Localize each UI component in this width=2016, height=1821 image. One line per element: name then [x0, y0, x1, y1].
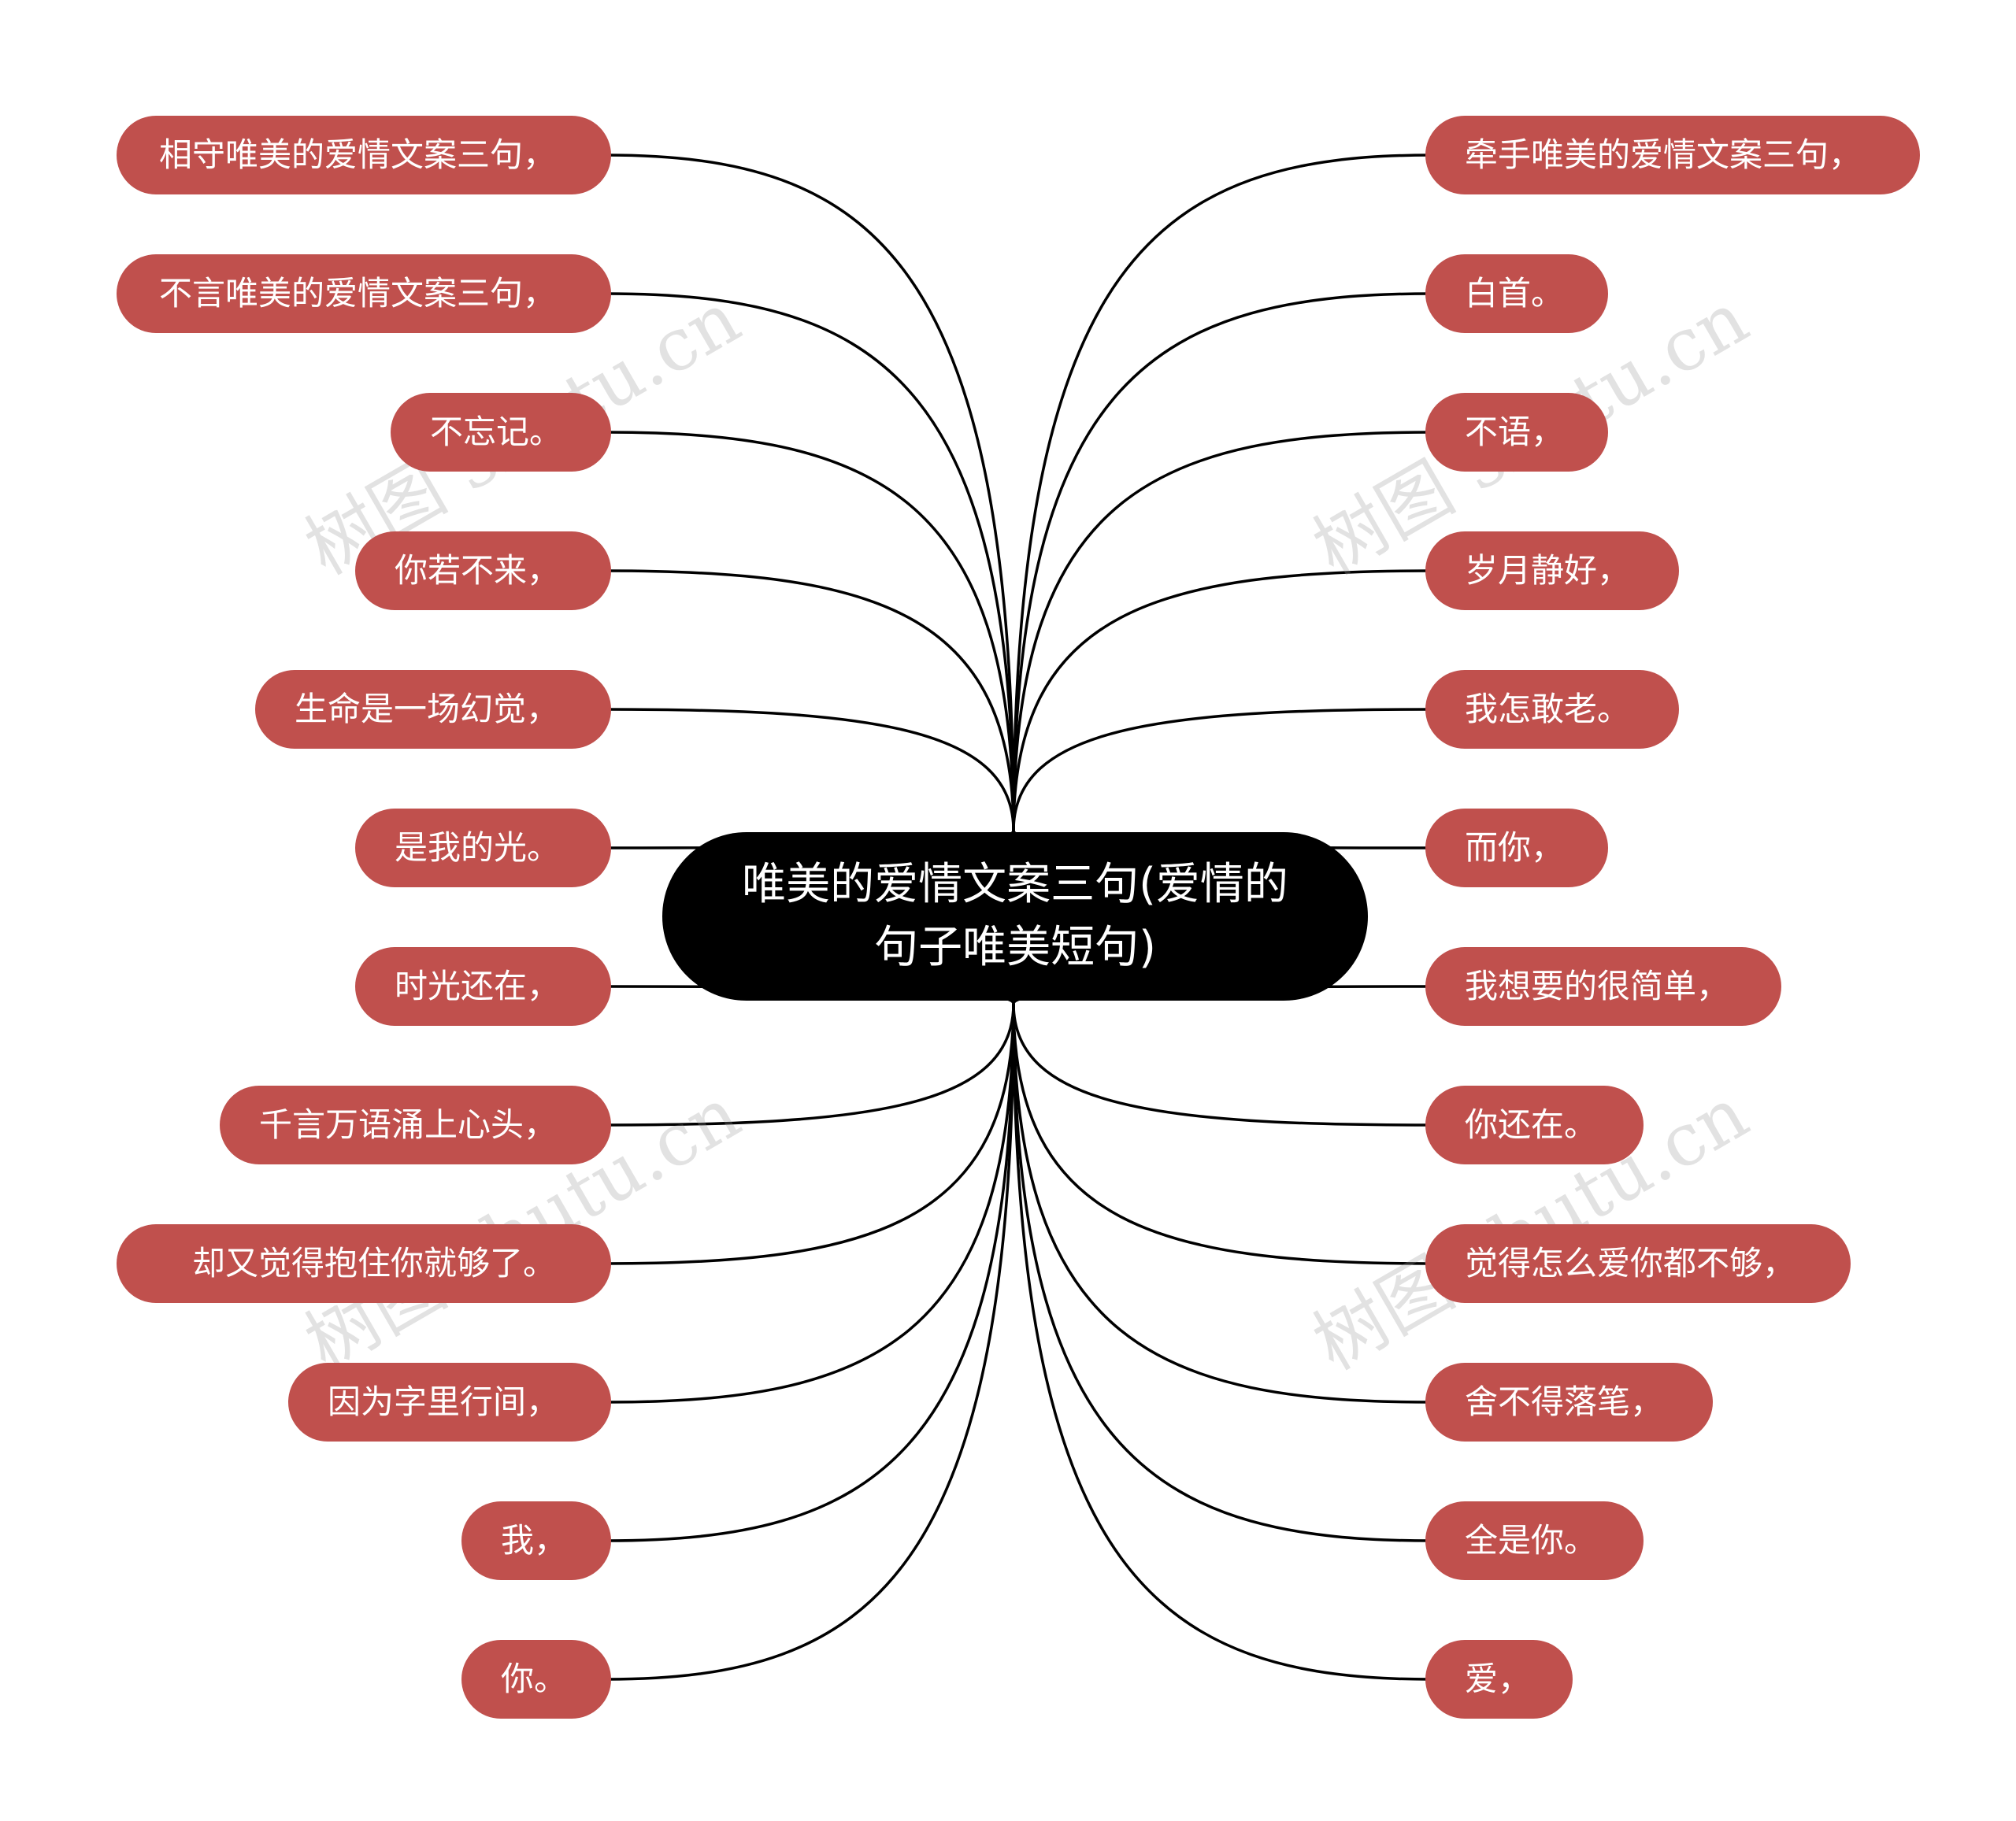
- connector-line: [1012, 1003, 1431, 1542]
- right-branch-item[interactable]: 爱，: [1425, 1640, 1573, 1719]
- left-branch-item[interactable]: 你若不来，: [355, 531, 611, 610]
- connector-line: [1012, 292, 1431, 831]
- right-branch-item[interactable]: 而你，: [1425, 809, 1608, 887]
- left-branch-item[interactable]: 不言唯美的爱情文案三句，: [117, 254, 611, 333]
- left-branch-item[interactable]: 时光还在，: [355, 947, 611, 1026]
- connector-line: [606, 1003, 1015, 1681]
- left-branch-item[interactable]: 相守唯美的爱情文案三句，: [117, 116, 611, 194]
- right-branch-item[interactable]: 白首。: [1425, 254, 1608, 333]
- connector-line: [1012, 569, 1431, 831]
- connector-line: [1012, 1003, 1431, 1404]
- connector-line: [1012, 1003, 1431, 1127]
- root-topic-label: 唯美的爱情文案三句(爱情的句子唯美短句): [742, 859, 1288, 973]
- right-branch-item[interactable]: 我怎敢老。: [1425, 670, 1679, 749]
- connector-line: [1012, 1003, 1431, 1265]
- left-branch-item[interactable]: 因为字里行间，: [288, 1363, 611, 1442]
- left-branch-item[interactable]: 是我的光。: [355, 809, 611, 887]
- connector-line: [606, 292, 1015, 831]
- right-branch-item[interactable]: 岁月静好，: [1425, 531, 1679, 610]
- connector-line: [1012, 154, 1431, 831]
- right-branch-item[interactable]: 舍不得落笔，: [1425, 1363, 1713, 1442]
- connector-line: [1012, 708, 1431, 831]
- right-branch-item[interactable]: 觉得怎么爱你都不够，: [1425, 1224, 1851, 1303]
- root-topic[interactable]: 唯美的爱情文案三句(爱情的句子唯美短句): [662, 832, 1368, 1001]
- left-branch-item[interactable]: 却又觉得抱住你就够了。: [117, 1224, 611, 1303]
- connector-line: [606, 708, 1015, 831]
- right-branch-item[interactable]: 牵手唯美的爱情文案三句，: [1425, 116, 1920, 194]
- left-branch-item[interactable]: 我，: [461, 1501, 611, 1580]
- right-branch-item[interactable]: 全是你。: [1425, 1501, 1644, 1580]
- connector-line: [606, 154, 1015, 831]
- connector-line: [1012, 431, 1431, 831]
- left-branch-item[interactable]: 不忘记。: [391, 393, 611, 472]
- left-branch-item[interactable]: 生命是一场幻觉，: [255, 670, 611, 749]
- connector-line: [606, 431, 1015, 831]
- connector-line: [1012, 1003, 1431, 1681]
- connector-line: [606, 1003, 1015, 1542]
- right-branch-item[interactable]: 你还在。: [1425, 1086, 1644, 1164]
- connector-line: [606, 1003, 1015, 1127]
- connector-line: [606, 1003, 1015, 1404]
- left-branch-item[interactable]: 千言万语涌上心头，: [220, 1086, 611, 1164]
- connector-line: [606, 569, 1015, 831]
- right-branch-item[interactable]: 我想要的很简单，: [1425, 947, 1781, 1026]
- connector-line: [606, 1003, 1015, 1265]
- left-branch-item[interactable]: 你。: [461, 1640, 611, 1719]
- right-branch-item[interactable]: 不语，: [1425, 393, 1608, 472]
